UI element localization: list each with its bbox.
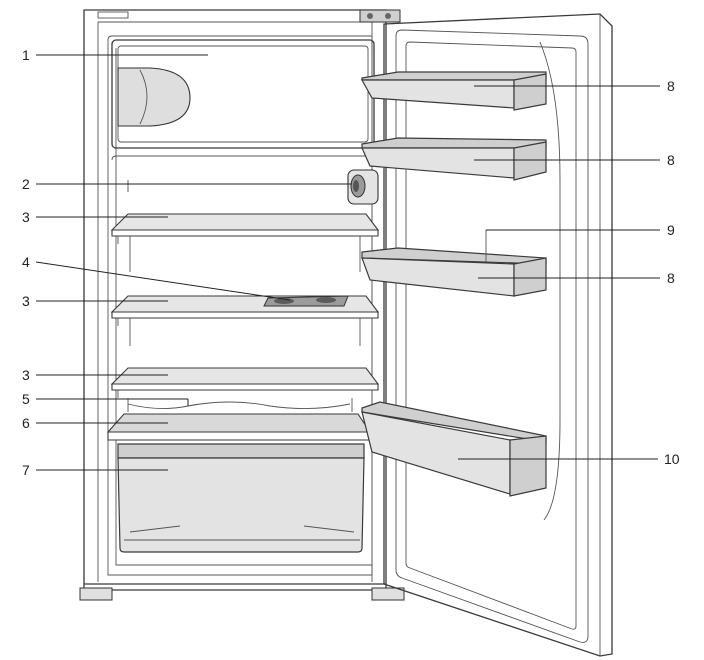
thermostat-knob: [127, 169, 379, 205]
glass-shelf-top: [110, 213, 380, 272]
vegetable-crisper-cover: [106, 413, 372, 441]
condensate-drain-channel: [127, 398, 353, 412]
front-foot-right: [371, 587, 405, 601]
door-bottle-shelf: [361, 401, 547, 497]
callout-leader-lines: [35, 54, 660, 471]
callout-4: 4: [22, 254, 30, 270]
freezer-compartment: [111, 39, 375, 161]
callout-7: 7: [22, 462, 30, 478]
door-shelf-second: [361, 137, 547, 181]
vegetable-crisper-drawer: [117, 443, 365, 553]
callout-9: 9: [667, 222, 675, 238]
callout-10: 10: [664, 451, 680, 467]
callout-8-top: 8: [667, 78, 675, 94]
callout-8-third: 8: [667, 270, 675, 286]
callout-6: 6: [22, 415, 30, 431]
freezer-door-handle: [117, 67, 191, 127]
callout-2: 2: [22, 176, 30, 192]
front-foot-left: [79, 587, 113, 601]
callout-8-second: 8: [667, 152, 675, 168]
glass-shelf-lower: [110, 367, 380, 398]
door-shelf-top: [360, 71, 547, 111]
top-hinge: [359, 9, 401, 23]
refrigerator-door: [383, 13, 613, 657]
callout-3-lower: 3: [22, 367, 30, 383]
callout-5: 5: [22, 391, 30, 407]
callout-1: 1: [22, 47, 30, 63]
glass-shelf-middle: [110, 295, 380, 346]
callout-3-top: 3: [22, 209, 30, 225]
door-shelf-third: [361, 230, 547, 297]
callout-3-middle: 3: [22, 293, 30, 309]
